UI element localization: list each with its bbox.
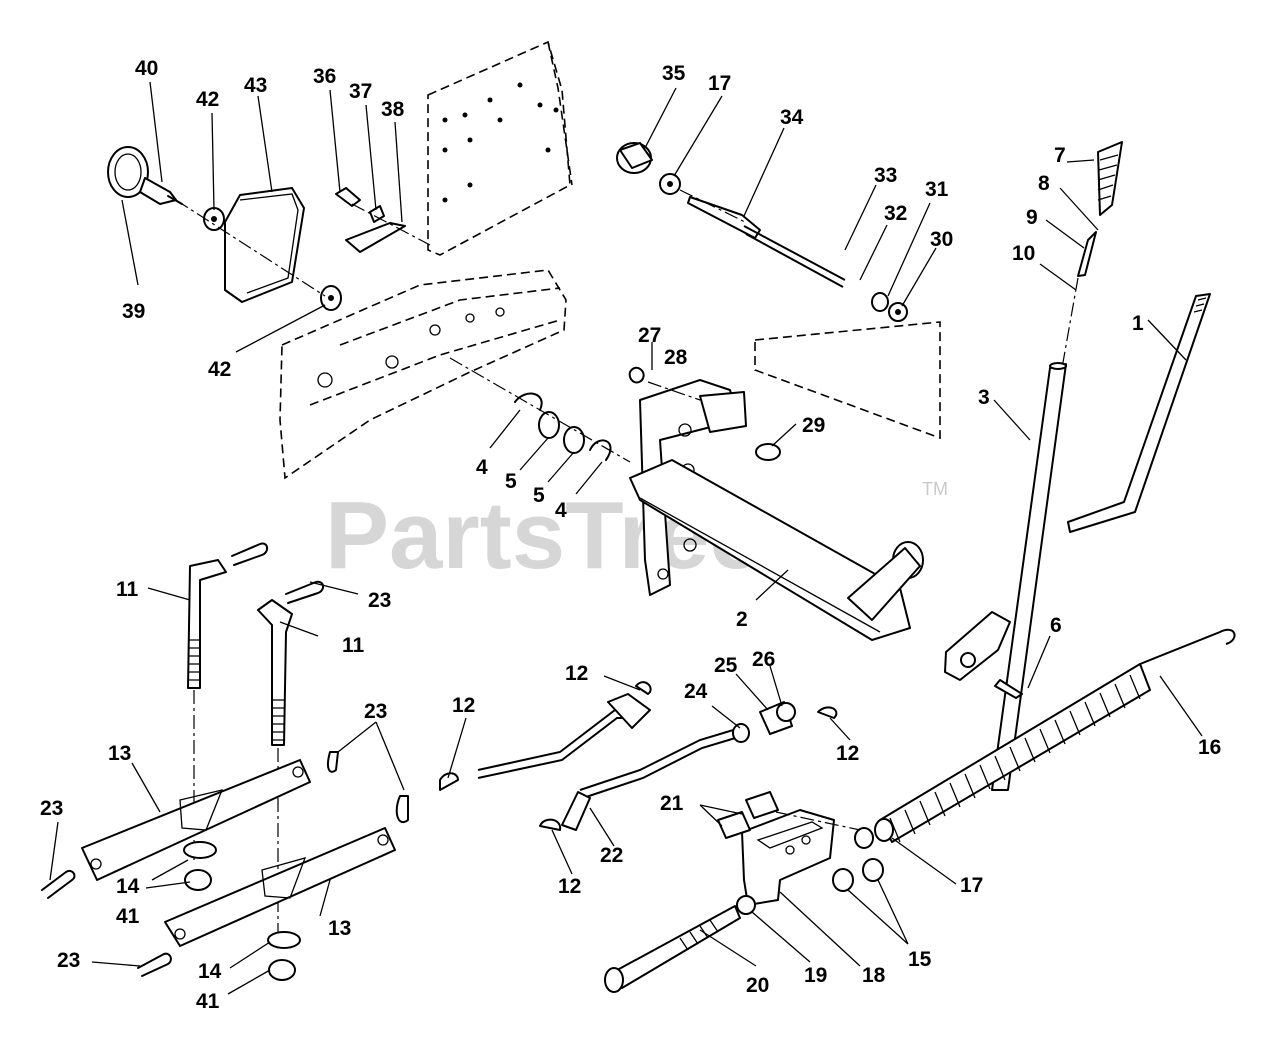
bracket-assembly — [604, 791, 884, 993]
callout-4: 4 — [476, 456, 488, 479]
callout-14-second: 14 — [198, 960, 222, 983]
callout-34: 34 — [780, 106, 804, 129]
callout-12: 12 — [452, 694, 475, 717]
height-adjust-rod — [616, 142, 941, 440]
callout-40: 40 — [135, 57, 158, 80]
callout-2: 2 — [736, 608, 748, 631]
callout-17-second: 17 — [960, 874, 983, 897]
callout-21: 21 — [660, 792, 684, 815]
callout-35: 35 — [662, 62, 686, 85]
callout-37: 37 — [349, 80, 372, 103]
callout-8: 8 — [1038, 172, 1050, 195]
callout-11-second: 11 — [342, 634, 365, 657]
callout-25: 25 — [714, 654, 738, 677]
callout-26: 26 — [752, 648, 775, 671]
callout-39: 39 — [122, 300, 145, 323]
pin-assembly — [335, 187, 431, 253]
callout-23-third: 23 — [40, 797, 63, 820]
callout-15: 15 — [908, 948, 932, 971]
callout-7: 7 — [1054, 144, 1066, 167]
callout-6: 6 — [1050, 614, 1062, 637]
callout-5: 5 — [505, 470, 517, 493]
lift-lever — [944, 141, 1123, 791]
lift-shaft — [629, 379, 924, 641]
callout-11: 11 — [116, 578, 139, 601]
callout-14: 14 — [116, 875, 140, 898]
callout-16: 16 — [1198, 736, 1221, 759]
adjustment-knob-assembly — [107, 146, 342, 311]
callout-3: 3 — [978, 386, 990, 409]
callout-42: 42 — [196, 88, 219, 111]
spring — [854, 628, 1236, 849]
callout-17: 17 — [708, 72, 731, 95]
callout-12-fourth: 12 — [558, 875, 581, 898]
callout-32: 32 — [884, 202, 907, 225]
callout-19: 19 — [804, 964, 827, 987]
lever-rod — [1067, 293, 1211, 533]
callout-23: 23 — [368, 589, 391, 612]
frame-plate — [427, 40, 573, 256]
callout-9: 9 — [1026, 206, 1038, 229]
callout-18: 18 — [862, 964, 886, 987]
watermark-trademark: TM — [922, 479, 948, 499]
clip-pin — [628, 366, 701, 401]
callout-31: 31 — [925, 178, 949, 201]
callout-12-third: 12 — [836, 742, 859, 765]
spacer-rings — [449, 357, 631, 463]
callout-41-second: 41 — [196, 990, 220, 1013]
callout-43: 43 — [244, 74, 267, 97]
frame-rail — [279, 269, 567, 480]
callout-22: 22 — [600, 844, 623, 867]
hairpin-clips — [41, 542, 409, 977]
callout-1: 1 — [1132, 312, 1144, 335]
callout-24: 24 — [684, 680, 708, 703]
callout-4-second: 4 — [555, 499, 567, 522]
callout-38: 38 — [381, 98, 405, 121]
callout-20: 20 — [746, 974, 769, 997]
callout-23-second: 23 — [364, 700, 387, 723]
callout-36: 36 — [313, 65, 336, 88]
callout-13-second: 13 — [328, 917, 351, 940]
callout-10: 10 — [1012, 242, 1035, 265]
callout-30: 30 — [930, 228, 953, 251]
callout-41: 41 — [116, 905, 140, 928]
callout-5-second: 5 — [533, 484, 545, 507]
callout-12-second: 12 — [565, 662, 588, 685]
callout-33: 33 — [874, 164, 897, 187]
callout-13: 13 — [108, 742, 131, 765]
callouts: 40 42 43 36 37 38 39 42 35 17 34 33 32 3… — [40, 57, 1221, 1013]
link-arms — [81, 759, 396, 981]
callout-28: 28 — [664, 346, 688, 369]
callout-23-fourth: 23 — [57, 949, 80, 972]
callout-42-lower: 42 — [208, 358, 231, 381]
callout-29: 29 — [802, 414, 825, 437]
callout-27: 27 — [638, 324, 661, 347]
eye-bolts — [187, 559, 293, 935]
leader-lines — [49, 81, 1203, 995]
